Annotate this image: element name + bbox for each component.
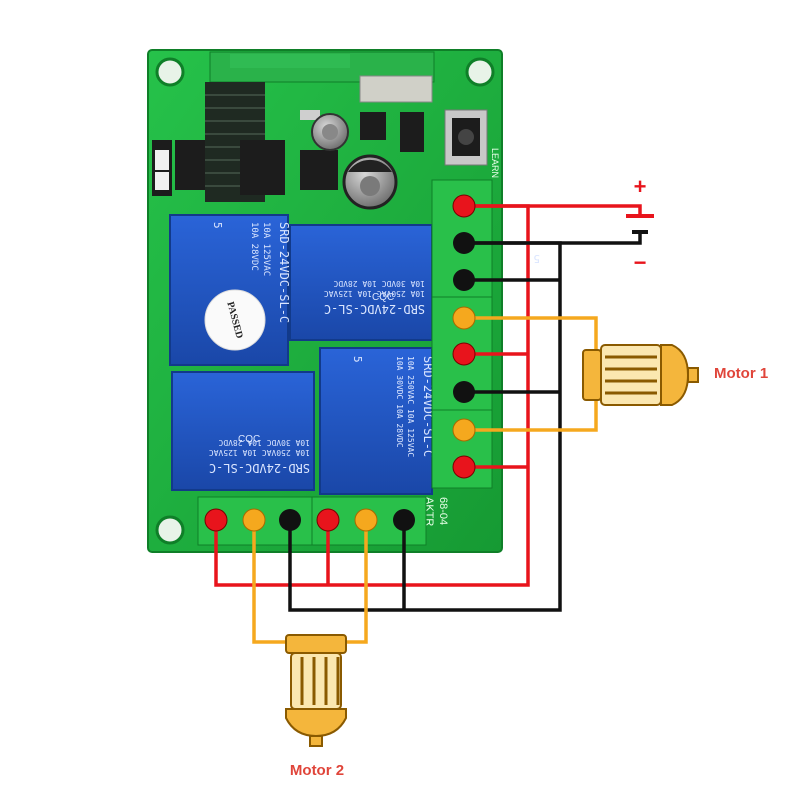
rf-module — [209, 51, 435, 103]
terminals-bottom — [204, 508, 415, 532]
svg-text:10A 250VAC 10A 125VAC: 10A 250VAC 10A 125VAC — [324, 289, 425, 298]
mount-hole — [155, 515, 185, 545]
relay-bottom-left: SRD-24VDC-SL-C 10A 250VAC 10A 125VAC 10A… — [171, 371, 420, 491]
ic-chip — [300, 150, 338, 190]
ic-chip — [360, 112, 386, 140]
resistor — [300, 110, 320, 120]
terminal-screw — [452, 306, 476, 330]
svg-text:SRD-24VDC-SL-C: SRD-24VDC-SL-C — [277, 222, 291, 323]
wire-black-bus — [288, 241, 562, 612]
learn-label: LEARN — [490, 148, 500, 178]
terminal-screw — [354, 508, 378, 532]
relay-bottom-right: SRD-24VDC-SL-C 10A 250VAC 10A 125VAC 10A… — [319, 347, 435, 495]
svg-text:10A 250VAC 10A 125VAC: 10A 250VAC 10A 125VAC — [209, 448, 310, 457]
minus-sign: − — [634, 250, 647, 275]
motor-1 — [582, 344, 699, 406]
svg-text:SRD-24VDC-SL-C: SRD-24VDC-SL-C — [324, 302, 425, 316]
terminals-right — [452, 194, 476, 479]
motor-1-label: Motor 1 — [714, 365, 768, 382]
cqc-mark: CQC — [372, 292, 394, 303]
terminal-screw — [453, 381, 475, 403]
terminal-block-right — [431, 179, 493, 489]
terminal-screw — [316, 508, 340, 532]
svg-text:5: 5 — [533, 252, 540, 265]
cqc-mark: CQC — [238, 434, 260, 445]
jumper-header — [152, 140, 172, 196]
wire-motor1-b — [464, 400, 598, 432]
wire-red-bus — [214, 204, 530, 587]
mount-hole — [155, 57, 185, 87]
learn-button[interactable] — [444, 109, 488, 166]
svg-text:10A 30VDC 10A 28VDC: 10A 30VDC 10A 28VDC — [333, 279, 425, 288]
terminal-screw — [242, 508, 266, 532]
terminal-screw — [452, 455, 476, 479]
relay-top-right: SRD-24VDC-SL-C 10A 250VAC 10A 125VAC 10A… — [289, 224, 540, 341]
svg-text:5: 5 — [351, 356, 364, 363]
wire-motor1-a — [464, 316, 598, 350]
passed-sticker: PASSED — [204, 289, 266, 351]
svg-text:10A 250VAC 10A 125VAC: 10A 250VAC 10A 125VAC — [406, 356, 415, 457]
motor-2-label: Motor 2 — [290, 762, 344, 779]
ic-chip — [175, 140, 205, 190]
svg-text:10A 125VAC: 10A 125VAC — [261, 222, 271, 276]
ic-chip — [240, 140, 285, 195]
wire-motor2-a — [252, 520, 292, 644]
terminal-screw — [452, 194, 476, 218]
terminal-screw — [452, 418, 476, 442]
terminal-screw — [453, 232, 475, 254]
model-label-2: 68-04 — [437, 497, 449, 525]
svg-text:10A 30VDC 10A 28VDC: 10A 30VDC 10A 28VDC — [395, 356, 404, 448]
motor-2 — [285, 634, 347, 747]
wire-motor2-b — [340, 520, 368, 644]
capacitor-large — [342, 154, 398, 210]
terminal-screw — [453, 269, 475, 291]
terminal-screw — [393, 509, 415, 531]
terminal-screw — [452, 342, 476, 366]
terminal-block-bottom — [197, 496, 427, 546]
plus-sign: + — [634, 174, 647, 199]
svg-text:10A 30VDC 10A 28VDC: 10A 30VDC 10A 28VDC — [218, 438, 310, 447]
svg-text:10A 28VDC: 10A 28VDC — [249, 222, 259, 271]
relay-top-left: SRD-24VDC-SL-C 10A 125VAC 10A 28VDC 5 PA… — [169, 214, 291, 366]
pcb-board: LEARN SRD-24VDC-SL-C 10A 125VAC 10A 28VD… — [147, 49, 540, 553]
terminal-screw — [204, 508, 228, 532]
svg-text:5: 5 — [211, 222, 224, 229]
battery-symbol: + − — [626, 174, 654, 275]
capacitor-small — [311, 113, 349, 151]
svg-text:SRD-24VDC-SL-C: SRD-24VDC-SL-C — [209, 461, 310, 475]
terminal-screw — [279, 509, 301, 531]
mount-hole — [465, 57, 495, 87]
ic-chip — [400, 112, 424, 152]
